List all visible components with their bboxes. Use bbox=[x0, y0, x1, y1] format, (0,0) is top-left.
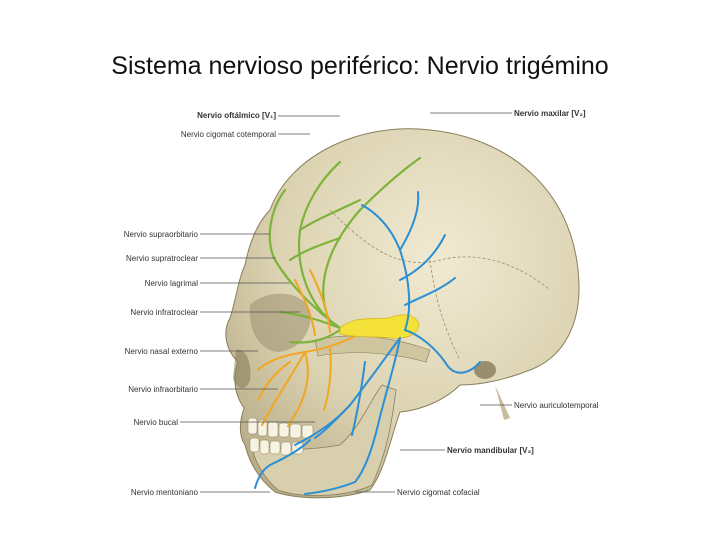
label-bucal: Nervio bucal bbox=[134, 418, 179, 427]
label-mentoniano: Nervio mentoniano bbox=[131, 488, 199, 497]
label-oftalmico: Nervio oftálmico [V₁] bbox=[197, 111, 276, 120]
skull-illustration bbox=[226, 129, 579, 498]
trigeminal-nerve-diagram: Nervio oftálmico [V₁] Nervio cigomat cot… bbox=[100, 100, 620, 520]
label-auriculotemporal: Nervio auriculotemporal bbox=[514, 401, 599, 410]
label-maxilar: Nervio maxilar [V₂] bbox=[514, 109, 586, 118]
label-infraorbitario: Nervio infraorbitario bbox=[128, 385, 198, 394]
label-cigomat-temporal: Nervio cigomat cotemporal bbox=[181, 130, 276, 139]
label-infratroclear: Nervio infratroclear bbox=[130, 308, 198, 317]
label-mandibular: Nervio mandibular [V₃] bbox=[447, 446, 534, 455]
label-cigomat-facial: Nervio cigomat cofacial bbox=[397, 488, 480, 497]
label-supratroclear: Nervio supratroclear bbox=[126, 254, 198, 263]
label-lagrimal: Nervio lagrimal bbox=[145, 279, 199, 288]
styloid-process bbox=[495, 385, 510, 420]
label-nasal-externo: Nervio nasal externo bbox=[125, 347, 199, 356]
label-supraorbitario: Nervio supraorbitario bbox=[124, 230, 199, 239]
slide-title: Sistema nervioso periférico: Nervio trig… bbox=[0, 52, 720, 81]
